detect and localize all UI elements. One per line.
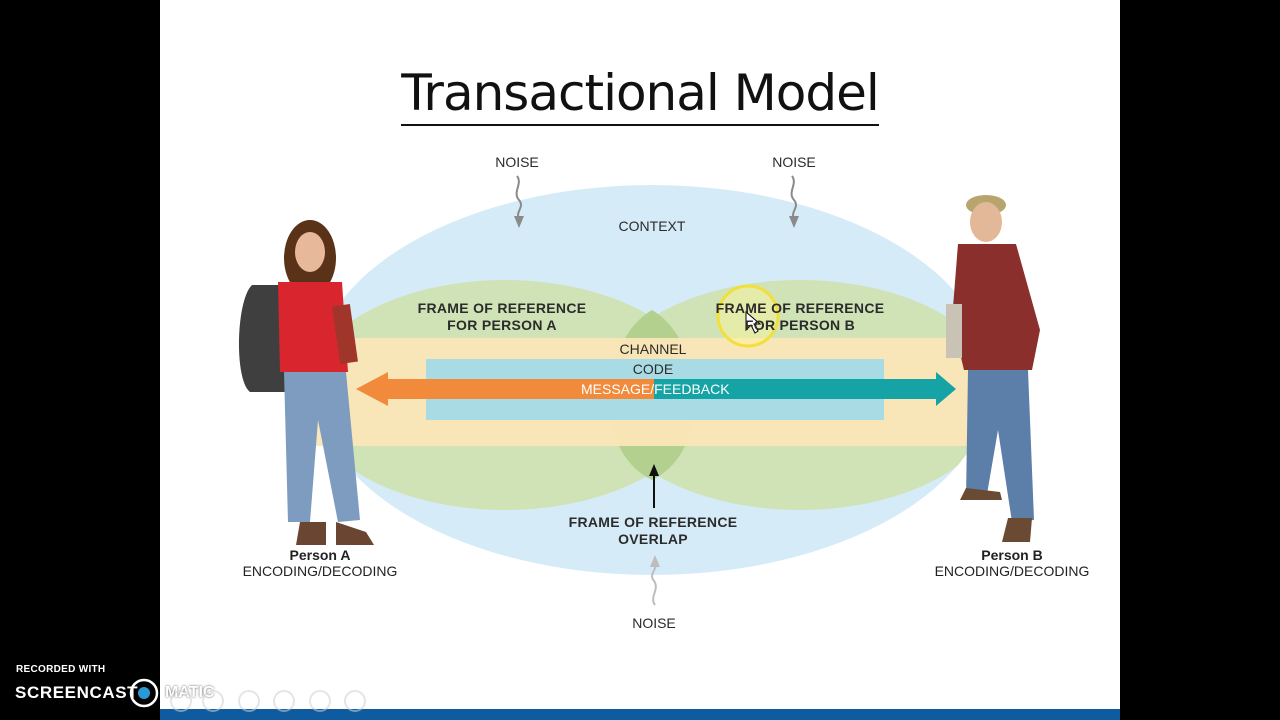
noise-label-left: NOISE	[495, 154, 539, 170]
person-b-figure	[946, 195, 1040, 542]
person-b-face	[970, 202, 1002, 242]
person-a-figure	[238, 220, 374, 545]
overlap-pointer-head	[649, 464, 659, 476]
noise-arrowhead-bottom	[650, 555, 660, 567]
feedback-arrow	[654, 372, 956, 406]
noise-squiggle-left	[515, 175, 522, 219]
person-a-face	[295, 232, 325, 272]
person-a-shoes	[296, 522, 374, 545]
noise-label-right: NOISE	[772, 154, 816, 170]
person-b-shoes	[960, 488, 1032, 542]
noise-squiggle-right	[790, 175, 797, 219]
channel-label: CHANNEL	[619, 341, 687, 357]
frame-b-label: FRAME OF REFERENCE FOR PERSON B	[694, 300, 906, 334]
screencast-brand-label: SCREENCAST	[15, 683, 139, 702]
person-a-role: ENCODING/DECODING	[242, 563, 398, 579]
slide-title: Transactional Model	[160, 64, 1120, 126]
code-label: CODE	[632, 361, 674, 377]
screencast-logo-icon	[129, 678, 159, 708]
message-arrow	[356, 372, 654, 406]
context-label: CONTEXT	[618, 218, 686, 234]
person-a-jeans	[284, 372, 360, 522]
person-b-name: Person B	[981, 547, 1043, 563]
zoom-tool-icon[interactable]	[309, 690, 331, 712]
person-b-jeans	[966, 370, 1034, 522]
noise-arrowhead-left	[514, 216, 524, 228]
slide-title-text: Transactional Model	[401, 64, 880, 126]
player-control-2-icon[interactable]	[202, 690, 224, 712]
frame-a-label: FRAME OF REFERENCE FOR PERSON A	[396, 300, 608, 334]
player-control-1-icon[interactable]	[170, 690, 192, 712]
frame-b-label-line1: FRAME OF REFERENCE	[715, 300, 885, 316]
overlap-label: FRAME OF REFERENCE OVERLAP	[543, 514, 763, 548]
person-a-name: Person A	[289, 547, 351, 563]
transactional-model-diagram	[238, 175, 1040, 606]
pen-tool-icon[interactable]	[238, 690, 260, 712]
cursor-pointer-icon	[745, 310, 762, 334]
slide-bottom-bar	[160, 709, 1120, 720]
person-b-book	[946, 304, 962, 358]
noise-arrowhead-right	[789, 216, 799, 228]
frame-tool-icon[interactable]	[273, 690, 295, 712]
noise-label-bottom: NOISE	[632, 615, 676, 631]
frame-b-label-line2: FOR PERSON B	[744, 317, 856, 333]
person-a-book	[332, 304, 358, 364]
overlap-label-line1: FRAME OF REFERENCE	[568, 514, 738, 530]
person-a-backpack	[238, 285, 290, 392]
recorded-with-label: RECORDED WITH	[16, 664, 106, 675]
overlap-label-line2: OVERLAP	[618, 531, 688, 547]
noise-squiggle-bottom	[651, 562, 657, 606]
slide: Transactional Model NOISE NOISE CONTEXT …	[160, 0, 1120, 720]
person-a-shirt	[278, 282, 348, 372]
frame-a-label-line1: FRAME OF REFERENCE	[417, 300, 587, 316]
more-options-icon[interactable]	[344, 690, 366, 712]
message-feedback-label: MESSAGE/FEEDBACK	[581, 381, 730, 397]
frame-a-label-line2: FOR PERSON A	[447, 317, 557, 333]
person-b-shirt	[952, 244, 1040, 370]
person-b-role: ENCODING/DECODING	[934, 563, 1090, 579]
